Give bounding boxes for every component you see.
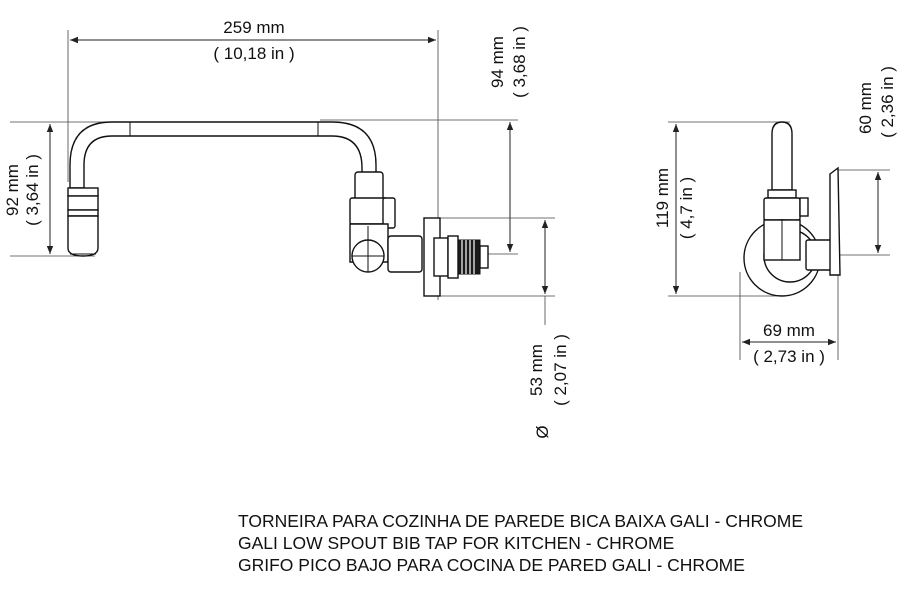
caption-line-pt: TORNEIRA PARA COZINHA DE PAREDE BICA BAI…: [238, 511, 803, 531]
top-height-dimension: 94 mm ( 3,68 in ): [320, 26, 529, 255]
product-caption: TORNEIRA PARA COZINHA DE PAREDE BICA BAI…: [238, 510, 803, 576]
wall-flange: [423, 217, 489, 297]
technical-drawing: 259 mm ( 10,18 in ) 92 mm ( 3,64 in ) 94…: [3, 18, 897, 439]
side-height-in-label: ( 4,7 in ): [677, 177, 696, 239]
valve-body: [349, 171, 423, 273]
diameter-in-label: ( 2,07 in ): [551, 334, 570, 406]
side-handle-in-label: ( 2,36 in ): [878, 66, 897, 138]
front-view: 259 mm ( 10,18 in ) 92 mm ( 3,64 in ) 94…: [3, 18, 570, 439]
left-height-mm-label: 92 mm: [3, 164, 22, 216]
side-handle-dimension: 60 mm ( 2,36 in ): [838, 66, 897, 256]
side-depth-dimension: 69 mm ( 2,73 in ): [739, 272, 839, 366]
aerator-nozzle: [67, 187, 99, 257]
top-height-mm-label: 94 mm: [488, 36, 507, 88]
side-depth-in-label: ( 2,73 in ): [753, 347, 825, 366]
side-body: [743, 121, 841, 297]
diameter-symbol: Ø: [533, 425, 552, 438]
thread-marks: [461, 240, 475, 274]
diameter-dimension: Ø 53 mm ( 2,07 in ): [440, 217, 570, 439]
width-mm-label: 259 mm: [223, 18, 284, 37]
caption-line-es: GRIFO PICO BAJO PARA COCINA DE PARED GAL…: [238, 555, 745, 575]
caption-line-en: GALI LOW SPOUT BIB TAP FOR KITCHEN - CHR…: [238, 533, 675, 553]
side-depth-mm-label: 69 mm: [763, 321, 815, 340]
spout-pipe: [69, 121, 377, 189]
diameter-mm-label: 53 mm: [527, 344, 546, 396]
side-height-dimension: 119 mm ( 4,7 in ): [653, 121, 790, 297]
side-handle-mm-label: 60 mm: [856, 82, 875, 134]
top-height-in-label: ( 3,68 in ): [510, 26, 529, 98]
side-view: 119 mm ( 4,7 in ) 60 mm ( 2,36 in ) 69 m…: [653, 66, 897, 366]
left-height-dimension: 92 mm ( 3,64 in ): [3, 121, 130, 257]
side-height-mm-label: 119 mm: [653, 168, 672, 228]
width-dimension: 259 mm ( 10,18 in ): [67, 18, 439, 300]
width-in-label: ( 10,18 in ): [213, 44, 294, 63]
left-height-in-label: ( 3,64 in ): [23, 154, 42, 226]
